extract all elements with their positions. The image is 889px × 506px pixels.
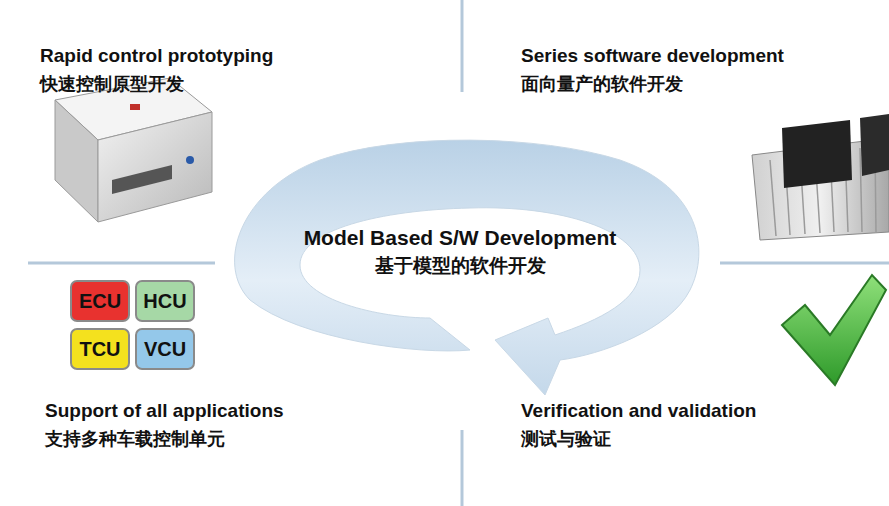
unit-box: ECU [70,280,130,322]
unit-label: ECU [79,290,121,313]
quadrant-title: Support of all applications [45,400,284,422]
quadrant-subtitle: 面向量产的软件开发 [521,72,683,96]
center-title: Model Based S/W Development 基于模型的软件开发 [215,226,705,279]
series-ecu [752,114,889,240]
quadrant-title: Verification and validation [521,400,756,422]
unit-label: VCU [144,338,186,361]
center-title: Model Based S/W Development [215,226,705,250]
quadrant-title: Rapid control prototyping [40,45,273,67]
unit-box: TCU [70,328,130,370]
unit-box: VCU [135,328,195,370]
unit-label: HCU [143,290,186,313]
prototype-unit [55,78,212,222]
quadrant-title: Series software development [521,45,784,67]
quadrant-subtitle: 测试与验证 [521,427,611,451]
unit-label: TCU [79,338,120,361]
check-mark [782,275,886,385]
center-subtitle: 基于模型的软件开发 [215,253,705,279]
quadrant-subtitle: 支持多种车载控制单元 [45,427,225,451]
quadrant-subtitle: 快速控制原型开发 [40,72,184,96]
divider-lines [28,0,889,506]
unit-box: HCU [135,280,195,322]
